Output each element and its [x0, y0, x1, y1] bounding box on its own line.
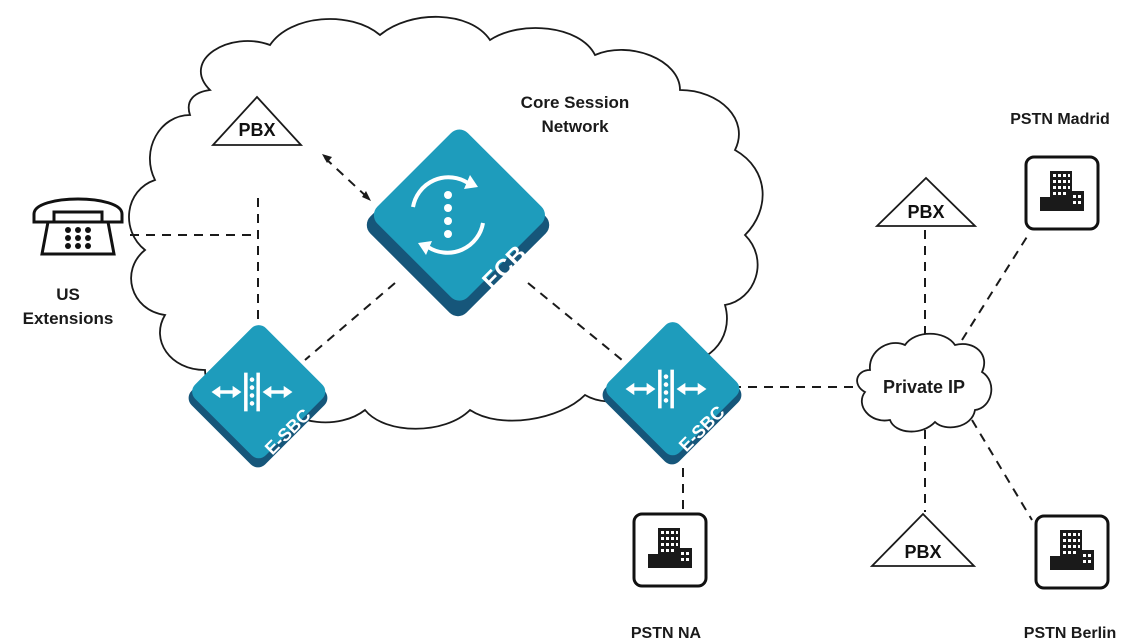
pstn-berlin-building-icon	[1034, 514, 1110, 590]
us-extensions-line2: Extensions	[23, 309, 114, 328]
us-extensions-line1: US	[56, 285, 80, 304]
private-ip-cloud: Private IP	[856, 332, 993, 433]
pstn-na-label: PSTN NA	[631, 625, 702, 641]
pstn-berlin-label: PSTN Berlin	[1024, 625, 1116, 641]
core-network-label-line1: Core Session	[521, 93, 630, 112]
pbx-triangle-icon	[210, 95, 304, 146]
link-pbx-to-ecb	[324, 157, 369, 199]
link-ecb-to-right-esbc	[527, 282, 623, 361]
pbx-triangle-icon	[869, 512, 977, 567]
pbx-label: PBX	[904, 542, 941, 562]
pstn-na-building-icon	[632, 512, 708, 588]
pbx-label: PBX	[238, 120, 275, 140]
pstn-madrid-label: PSTN Madrid	[1010, 111, 1110, 128]
links	[130, 154, 1033, 521]
link-private-ip-to-pstn-berlin	[971, 419, 1033, 521]
pbx-top-left: PBX	[210, 95, 304, 146]
core-network-label-line2: Network	[541, 117, 609, 136]
arrowhead-ecb-icon	[362, 191, 371, 201]
ecb-device: ECB	[366, 129, 550, 317]
private-ip-label: Private IP	[883, 377, 965, 397]
esbc-left: E-SBC	[188, 325, 328, 468]
link-private-ip-to-pstn-madrid	[961, 231, 1031, 341]
pbx-triangle-icon	[874, 176, 978, 227]
pbx-label: PBX	[907, 202, 944, 222]
link-ecb-to-left-esbc	[304, 282, 396, 361]
arrowhead-pbx-icon	[322, 154, 332, 163]
pstn-madrid-building-icon	[1024, 155, 1100, 231]
telephone-icon	[32, 197, 124, 256]
pbx-right-bottom: PBX	[869, 512, 977, 567]
routing-cycle-icon	[411, 175, 485, 255]
pbx-right-top: PBX	[874, 176, 978, 227]
